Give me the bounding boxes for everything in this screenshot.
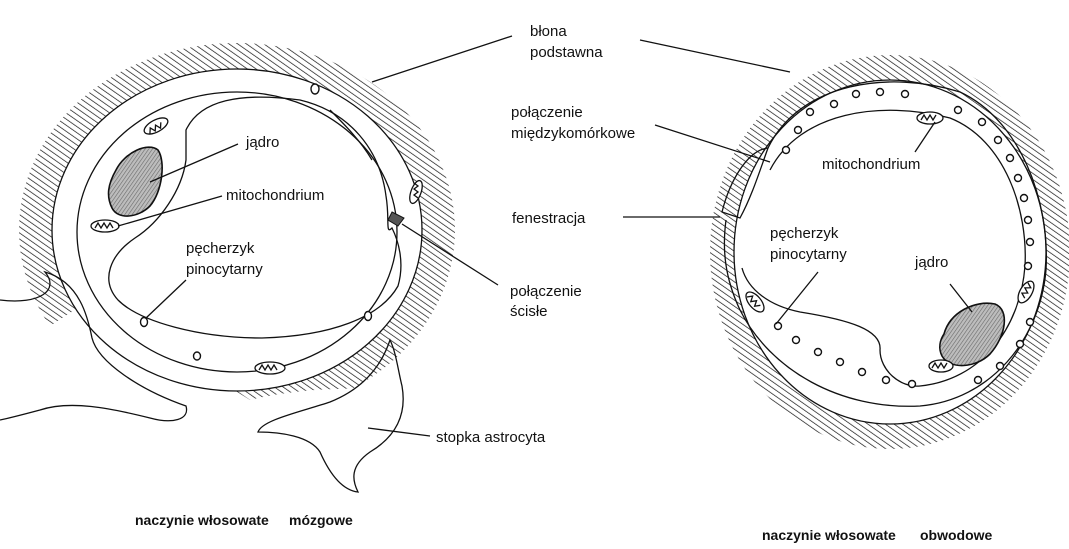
caption-right-b: obwodowe bbox=[920, 527, 993, 543]
label-stopka-astrocyta: stopka astrocyta bbox=[436, 429, 546, 446]
right-mitochondrion-1 bbox=[917, 112, 943, 124]
caption-left-a: naczynie włosowate bbox=[135, 512, 269, 528]
label-mitochondrium-left: mitochondrium bbox=[226, 187, 324, 204]
label-pecherzyk-left-1: pęcherzyk bbox=[186, 240, 255, 257]
label-mitochondrium-right: mitochondrium bbox=[822, 156, 920, 173]
label-pecherzyk-left-2: pinocytarny bbox=[186, 261, 263, 278]
caption-right-a: naczynie włosowate bbox=[762, 527, 896, 543]
label-polaczenie-miedzykomorkowe-1: połączenie bbox=[511, 104, 583, 121]
label-polaczenie-scisle-1: połączenie bbox=[510, 283, 582, 300]
label-jadro-left: jądro bbox=[245, 134, 279, 151]
right-mitochondrion-4 bbox=[929, 360, 953, 372]
label-podstawna: podstawna bbox=[530, 44, 603, 61]
label-pecherzyk-right-2: pinocytarny bbox=[770, 246, 847, 263]
caption-left-b: mózgowe bbox=[289, 512, 353, 528]
label-polaczenie-scisle-2: ścisłe bbox=[510, 303, 548, 320]
label-fenestracja: fenestracja bbox=[512, 210, 586, 227]
label-jadro-right: jądro bbox=[914, 254, 948, 271]
label-polaczenie-miedzykomorkowe-2: międzykomórkowe bbox=[511, 125, 635, 142]
label-blona: błona bbox=[530, 23, 567, 40]
label-pecherzyk-right-1: pęcherzyk bbox=[770, 225, 839, 242]
